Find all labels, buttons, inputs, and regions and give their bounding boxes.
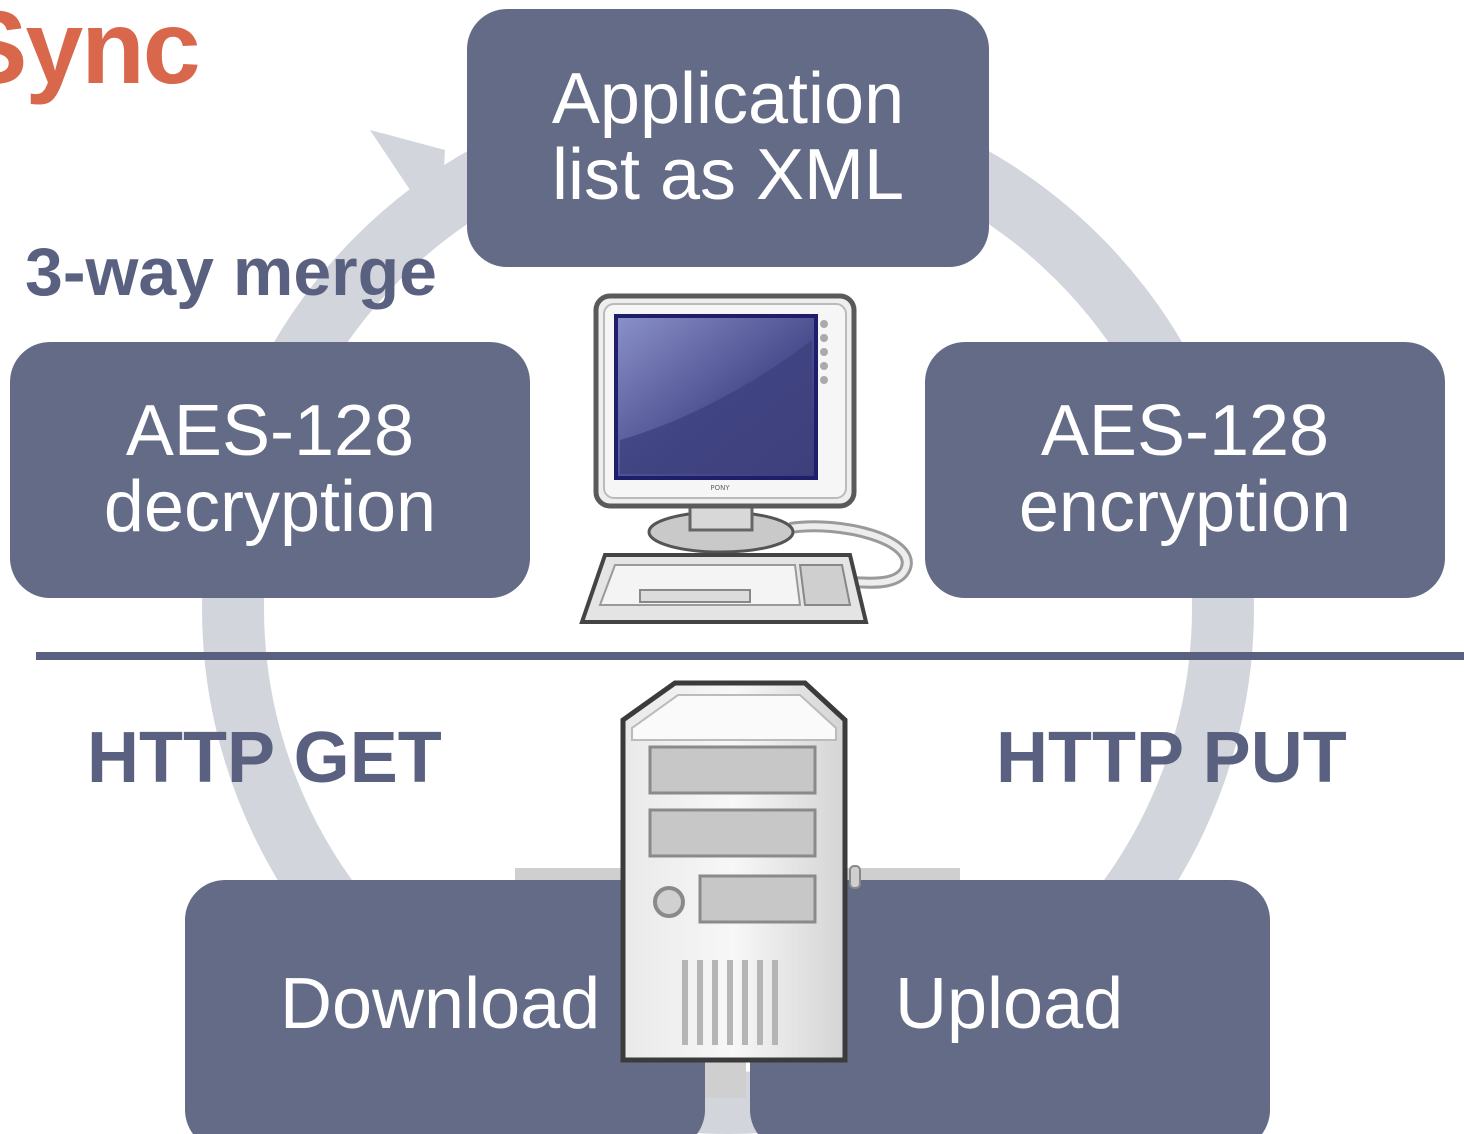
node-aes-decryption-line1: AES-128: [125, 391, 415, 472]
node-aes-encryption: AES-128 encryption: [925, 342, 1445, 598]
edge-label-3-way-merge: 3-way merge: [25, 234, 437, 310]
node-aes-encryption-line1: AES-128: [1040, 391, 1330, 472]
page-title: Sync: [0, 0, 201, 106]
edge-label-http-put: HTTP PUT: [996, 718, 1347, 798]
node-upload-label: Upload: [895, 964, 1124, 1045]
node-application-list-line2: list as XML: [551, 135, 905, 215]
node-aes-encryption-line2: encryption: [1018, 467, 1352, 547]
node-application-list: Application list as XML: [467, 9, 989, 267]
cycle-arrowhead: [370, 130, 445, 235]
node-application-list-line1: Application: [551, 59, 905, 140]
node-aes-decryption: AES-128 decryption: [10, 342, 530, 598]
node-download: Download: [185, 880, 705, 1134]
node-aes-decryption-line2: decryption: [103, 467, 437, 547]
monitor-brand-label: PONY: [710, 484, 730, 492]
node-download-label: Download: [280, 964, 601, 1045]
client-server-divider: [36, 652, 1464, 660]
edge-label-http-get: HTTP GET: [87, 718, 442, 798]
